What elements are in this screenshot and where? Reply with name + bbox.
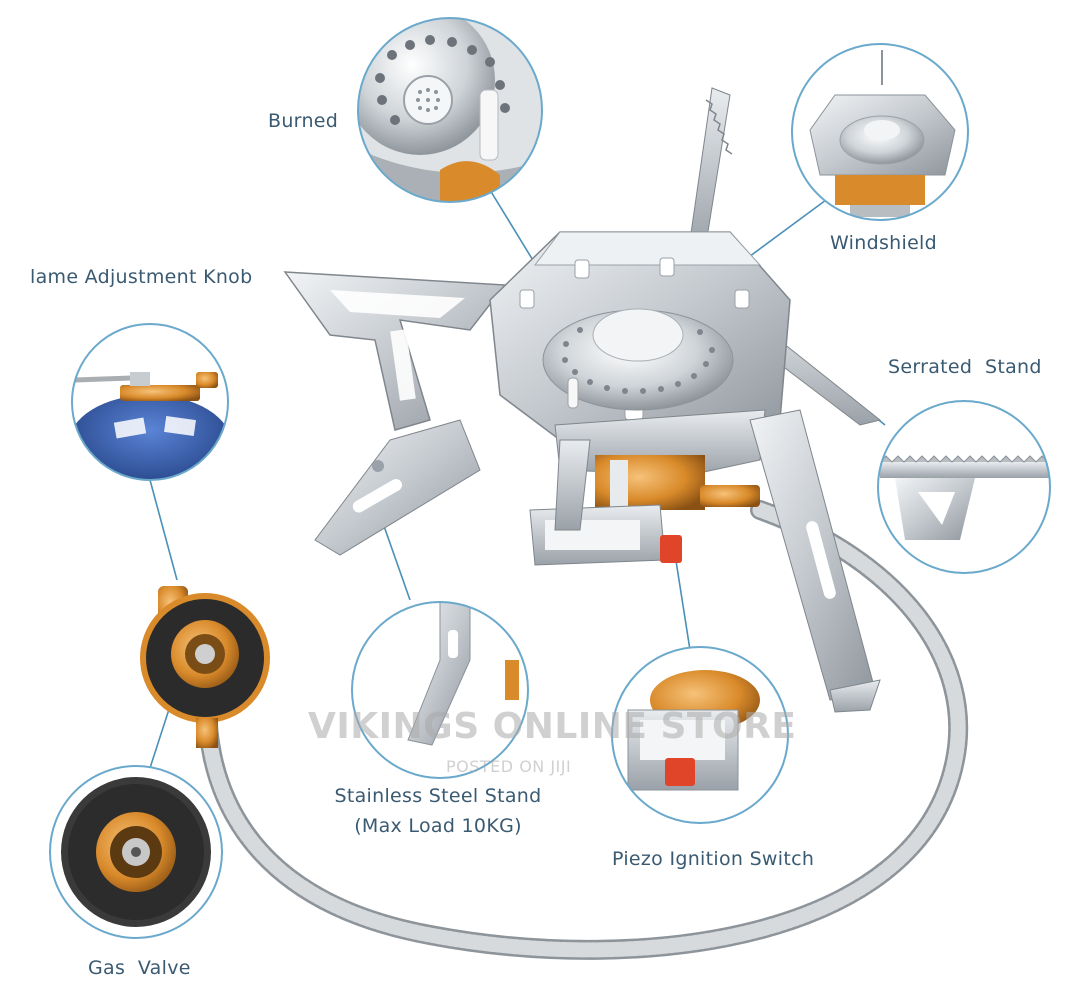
stand-detail-callout <box>352 602 528 778</box>
callout-line-knob <box>149 479 178 581</box>
label-flame-knob: lame Adjustment Knob <box>30 266 253 288</box>
leg-front <box>554 439 591 531</box>
hose-gas-valve <box>140 586 270 748</box>
label-windshield: Windshield <box>830 232 937 254</box>
watermark-posted: POSTED ON JIJI <box>446 757 572 776</box>
label-steel-stand: Stainless Steel Stand (Max Load 10KG) <box>318 785 558 837</box>
label-steel-stand-line2: (Max Load 10KG) <box>354 815 522 837</box>
label-burned: Burned <box>268 110 339 132</box>
label-serrated-stand: Serrated Stand <box>888 356 1042 378</box>
pot-support-back <box>689 87 731 251</box>
serrated-stand-detail-callout <box>878 401 1050 573</box>
label-steel-stand-line1: Stainless Steel Stand <box>334 785 542 807</box>
watermark-store: VIKINGS ONLINE STORE <box>308 706 797 747</box>
burner-detail-callout <box>358 18 542 202</box>
callout-line-piezo <box>673 547 691 651</box>
label-piezo: Piezo Ignition Switch <box>612 848 815 870</box>
label-gas-valve: Gas Valve <box>88 957 191 979</box>
windshield-detail-callout <box>792 44 968 220</box>
callout-line-windshield <box>737 199 827 266</box>
gas-valve-detail-callout <box>50 766 222 938</box>
piezo-detail-callout <box>612 647 788 823</box>
stove-main <box>140 87 969 960</box>
